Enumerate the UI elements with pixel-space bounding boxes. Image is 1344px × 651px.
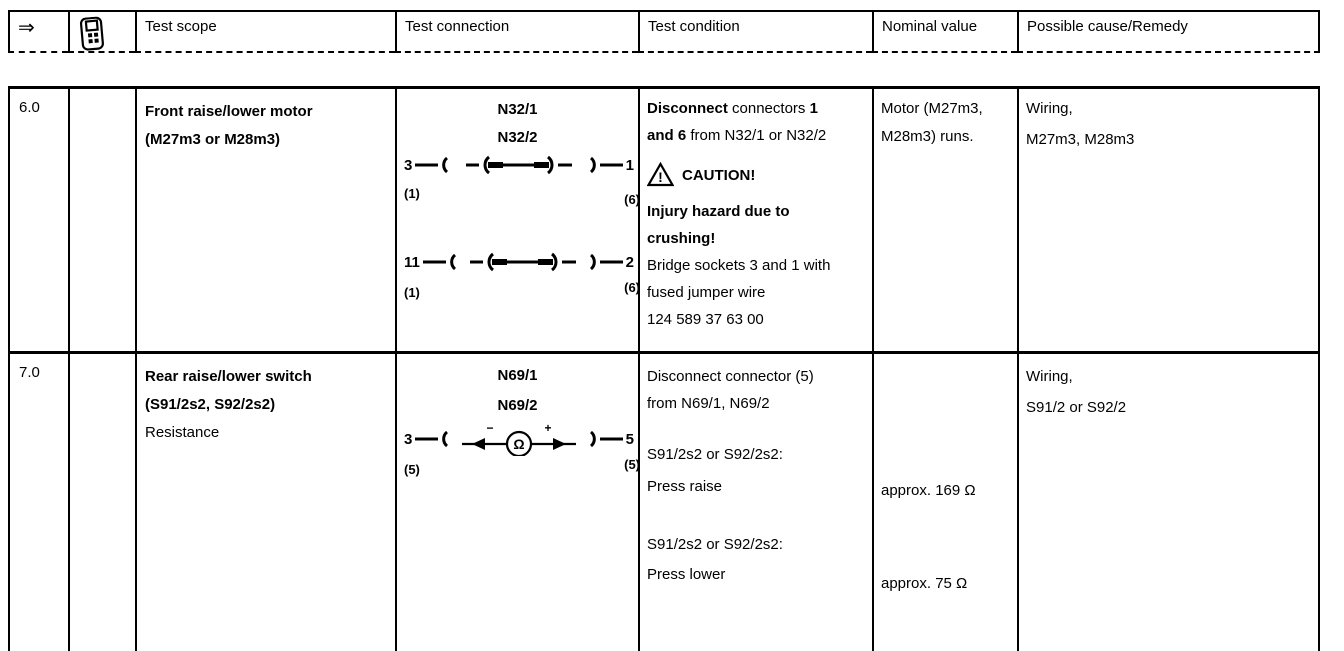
svg-text:!: !: [658, 169, 663, 185]
socket-right-icon: [589, 430, 623, 448]
condition-line: from N69/1, N69/2: [647, 395, 770, 412]
test-scope-cell: Front raise/lower motor (M27m3 or M28m3): [135, 89, 395, 351]
multimeter-icon: [79, 16, 104, 51]
connection-diagram-line-1: 3 − + Ω: [401, 422, 637, 456]
scope-title: Rear raise/lower switch: [145, 368, 312, 385]
connector-label: N69/2: [497, 397, 538, 414]
pin-number-left: 3: [404, 430, 413, 448]
svg-text:+: +: [544, 422, 551, 435]
test-connection-cell: N32/1 N32/2 3: [395, 89, 640, 351]
socket-right-icon: [589, 156, 623, 174]
test-condition-cell: Disconnect connector (5) from N69/1, N69…: [638, 354, 872, 651]
connector-label: N32/1: [497, 101, 538, 118]
pin-number-right: 2: [625, 253, 634, 271]
table-header: ⇒ Test scope Test connection Test condit…: [8, 10, 1320, 53]
scope-title: Front raise/lower motor: [145, 103, 313, 120]
step-number: 7.0: [19, 364, 40, 381]
socket-left-icon: [422, 253, 456, 271]
cause-line: Wiring,: [1026, 368, 1073, 385]
possible-cause-cell: Wiring, S91/2 or S92/2: [1017, 354, 1320, 651]
condition-line: Press raise: [647, 478, 723, 495]
scope-subtitle: (M27m3 or M28m3): [145, 131, 281, 148]
connector-label: N32/2: [497, 129, 538, 146]
step-number-cell: 7.0: [8, 354, 68, 651]
condition-line: Disconnect connector (5): [647, 368, 814, 385]
svg-text:−: −: [486, 422, 493, 435]
cause-line: S91/2 or S92/2: [1026, 399, 1127, 416]
part-number: 124 589 37 63 00: [647, 311, 764, 328]
ohmmeter-icon: − + Ω: [462, 422, 576, 456]
pin-number-right: 1: [625, 156, 634, 174]
connection-diagram-line-1: 3 1: [401, 152, 637, 178]
nominal-value-cell: Motor (M27m3, M28m3) runs.: [872, 89, 1017, 351]
step-number-cell: 6.0: [8, 89, 68, 351]
service-manual-test-table-page: ⇒ Test scope Test connection Test condit…: [8, 10, 1320, 651]
condition-line: and 6 from N32/1 or N32/2: [647, 127, 827, 144]
possible-cause-cell: Wiring, M27m3, M28m3: [1017, 89, 1320, 351]
header-arrow-cell: ⇒: [8, 12, 68, 53]
header-test-condition: Test condition: [638, 12, 872, 53]
connection-diagram-line-2: 11 2: [401, 249, 637, 275]
svg-text:Ω: Ω: [513, 436, 524, 452]
header-test-connection: Test connection: [395, 12, 638, 53]
hazard-line: Injury hazard due to: [647, 203, 790, 220]
header-icon-cell: [68, 12, 135, 53]
condition-line: S91/2s2 or S92/2s2:: [647, 536, 783, 553]
fused-jumper-wire-icon: [466, 155, 572, 175]
pin-number-left: 11: [404, 253, 420, 271]
nominal-line: M28m3) runs.: [881, 128, 974, 145]
test-scope-cell: Rear raise/lower switch (S91/2s2, S92/2s…: [135, 354, 395, 651]
test-condition-cell: Disconnect connectors 1 and 6 from N32/1…: [638, 89, 872, 351]
tool-icon-cell: [68, 89, 135, 351]
nominal-value-cell: approx. 169 Ω approx. 75 Ω: [872, 354, 1017, 651]
test-connection-cell: N69/1 N69/2 3 − +: [395, 354, 640, 651]
caution-label: CAUTION!: [682, 167, 756, 184]
warning-triangle-icon: !: [647, 162, 674, 187]
connector-label: N69/1: [497, 367, 538, 384]
header-nominal-value: Nominal value: [872, 12, 1017, 53]
connector-sub-label: (6): [624, 280, 640, 295]
instruction-line: fused jumper wire: [647, 284, 766, 301]
header-possible-cause: Possible cause/Remedy: [1017, 12, 1320, 53]
socket-right-icon: [589, 253, 623, 271]
condition-line: Disconnect connectors 1: [647, 100, 818, 117]
pin-number-left: 3: [404, 156, 413, 174]
caution-heading: ! CAUTION!: [647, 162, 870, 187]
cause-line: M27m3, M28m3: [1026, 131, 1135, 148]
scope-subtitle: (S91/2s2, S92/2s2): [145, 396, 276, 413]
fused-jumper-wire-icon: [469, 252, 576, 272]
connector-sub-label: (5): [624, 457, 640, 472]
connector-sub-label: (6): [624, 192, 640, 207]
instruction-line: Bridge sockets 3 and 1 with: [647, 257, 831, 274]
condition-line: S91/2s2 or S92/2s2:: [647, 446, 783, 463]
nominal-line: approx. 169 Ω: [881, 482, 976, 499]
header-test-scope: Test scope: [135, 12, 395, 53]
socket-left-icon: [415, 430, 449, 448]
pin-number-right: 5: [625, 430, 634, 448]
forward-arrow-icon: ⇒: [18, 17, 35, 39]
step-number: 6.0: [19, 99, 40, 116]
test-row-7: 7.0 Rear raise/lower switch (S91/2s2, S9…: [8, 351, 1320, 651]
test-table: 6.0 Front raise/lower motor (M27m3 or M2…: [8, 86, 1320, 651]
hazard-line: crushing!: [647, 230, 716, 247]
connector-sub-label: (1): [404, 285, 420, 300]
condition-line: Press lower: [647, 566, 726, 583]
test-row-6: 6.0 Front raise/lower motor (M27m3 or M2…: [8, 86, 1320, 351]
scope-measure: Resistance: [145, 424, 220, 441]
cause-line: Wiring,: [1026, 100, 1073, 117]
nominal-line: Motor (M27m3,: [881, 100, 983, 117]
nominal-line: approx. 75 Ω: [881, 575, 968, 592]
tool-icon-cell: [68, 354, 135, 651]
socket-left-icon: [415, 156, 449, 174]
connector-sub-label: (5): [404, 462, 420, 477]
connector-sub-label: (1): [404, 186, 420, 201]
